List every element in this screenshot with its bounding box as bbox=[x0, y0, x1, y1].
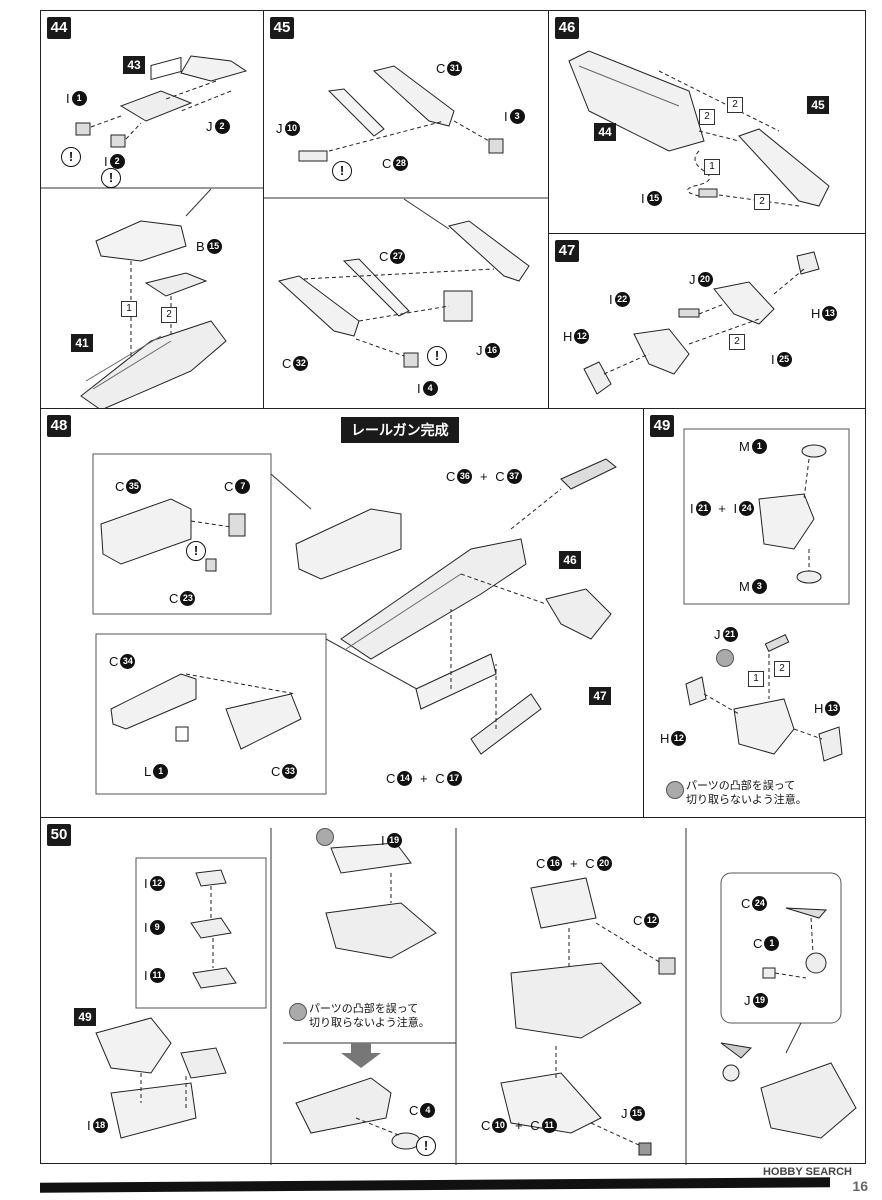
warning-icon: ! bbox=[427, 346, 447, 366]
step-number: 48 bbox=[47, 415, 71, 437]
notice-text: パーツの凸部を誤って切り取らないよう注意。 bbox=[686, 780, 807, 806]
step-49-illustration bbox=[683, 428, 850, 762]
order-marker-1: 1 bbox=[121, 301, 137, 317]
part-ref-44: 44 bbox=[594, 123, 616, 141]
part-ref-46: 46 bbox=[559, 551, 581, 569]
tip-icon bbox=[716, 649, 734, 667]
step-number: 49 bbox=[650, 415, 674, 437]
railgun-complete-title: レールガン完成 bbox=[341, 417, 459, 443]
tip-icon bbox=[316, 828, 334, 846]
order-marker-2: 2 bbox=[699, 109, 715, 125]
step-48-illustration bbox=[92, 453, 617, 795]
warning-icon: ! bbox=[101, 168, 121, 188]
order-marker-2: 2 bbox=[729, 334, 745, 350]
order-marker-1: 1 bbox=[704, 159, 720, 175]
step-50-illustration bbox=[95, 828, 857, 1165]
step-44-illustration bbox=[41, 55, 265, 410]
part-ref-43: 43 bbox=[123, 56, 145, 74]
part-ref-45: 45 bbox=[807, 96, 829, 114]
order-marker-2: 2 bbox=[727, 97, 743, 113]
step-50-panel: 50 bbox=[40, 817, 866, 1165]
footer-brush-stroke bbox=[40, 1177, 830, 1193]
order-marker-2: 2 bbox=[774, 661, 790, 677]
tip-icon bbox=[666, 781, 684, 799]
step-number: 45 bbox=[270, 17, 294, 39]
part-ref-47: 47 bbox=[589, 687, 611, 705]
step-number: 46 bbox=[555, 17, 579, 39]
step-46-illustration bbox=[568, 50, 830, 207]
page-number: 16 bbox=[852, 1178, 868, 1194]
order-marker-1: 1 bbox=[748, 671, 764, 687]
watermark: HOBBY SEARCH bbox=[762, 1166, 852, 1178]
part-ref-49: 49 bbox=[74, 1008, 96, 1026]
step-number: 50 bbox=[47, 824, 71, 846]
warning-icon: ! bbox=[61, 147, 81, 167]
step-number: 47 bbox=[555, 240, 579, 262]
order-marker-2: 2 bbox=[161, 307, 177, 323]
step-45-illustration bbox=[264, 65, 550, 368]
warning-icon: ! bbox=[186, 541, 206, 561]
warning-icon: ! bbox=[332, 161, 352, 181]
tip-icon bbox=[289, 1003, 307, 1021]
step-47-illustration bbox=[583, 251, 820, 395]
warning-icon: ! bbox=[416, 1136, 436, 1156]
notice-text: パーツの凸部を誤って切り取らないよう注意。 bbox=[309, 1003, 430, 1029]
order-marker-2: 2 bbox=[754, 194, 770, 210]
part-ref-41: 41 bbox=[71, 334, 93, 352]
step-number: 44 bbox=[47, 17, 71, 39]
